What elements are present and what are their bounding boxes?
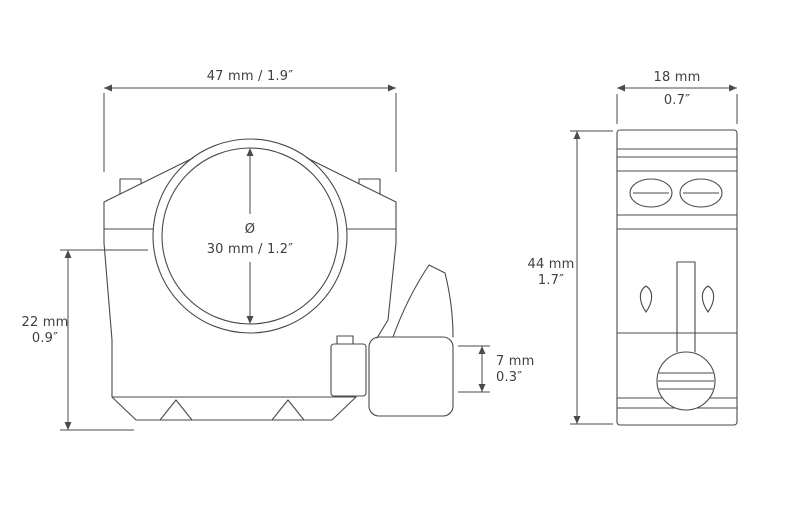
right-flange-edge xyxy=(306,157,397,203)
lever-height-dimension: 7 mm 0.3″ xyxy=(458,345,535,393)
side-height-label-in: 1.7″ xyxy=(538,273,564,288)
front-height-dimension: 22 mm 0.9″ xyxy=(21,249,148,431)
diameter-symbol: Ø xyxy=(245,222,255,237)
front-height-label-in: 0.9″ xyxy=(32,331,58,346)
lever-stem-and-wheel xyxy=(656,261,716,411)
side-width-label-mm: 18 mm xyxy=(653,70,700,85)
left-screw-tab xyxy=(119,178,142,195)
front-width-label: 47 mm / 1.9″ xyxy=(207,69,294,84)
arrowhead-right xyxy=(388,84,396,92)
arrowhead-up xyxy=(64,250,72,258)
side-height-label-mm: 44 mm xyxy=(527,257,574,272)
teardrop-right xyxy=(701,285,715,313)
clamp-plate xyxy=(330,343,367,397)
lever-arm xyxy=(392,264,454,338)
arrowhead-down xyxy=(64,422,72,430)
ring-outer-circle xyxy=(152,138,348,334)
side-width-dimension: 18 mm 0.7″ xyxy=(616,70,738,124)
arrowhead-up xyxy=(573,131,581,139)
front-view: 47 mm / 1.9″ xyxy=(21,69,535,431)
clamp-nub xyxy=(336,335,354,345)
front-width-dimension: 47 mm / 1.9″ xyxy=(103,69,397,172)
arrowhead-down xyxy=(573,416,581,424)
body-outline xyxy=(616,129,738,426)
lever-label-mm: 7 mm xyxy=(496,354,535,369)
side-width-label-in: 0.7″ xyxy=(664,93,690,108)
front-height-label-mm: 22 mm xyxy=(21,315,68,330)
diameter-label: 30 mm / 1.2″ xyxy=(207,242,294,257)
quick-release-lever xyxy=(330,264,454,417)
clamp-screws xyxy=(629,178,723,208)
arrowhead-left xyxy=(104,84,112,92)
arrowhead-down xyxy=(478,384,486,392)
right-side-edge xyxy=(376,201,397,339)
lever-stem xyxy=(676,261,696,353)
left-flange-edge xyxy=(103,157,194,203)
rail-notch-left xyxy=(159,399,193,421)
base-outline xyxy=(111,339,357,421)
arrowhead-right xyxy=(729,84,737,92)
arrowhead-up xyxy=(246,148,254,156)
lever-body xyxy=(368,336,454,417)
side-view: 18 mm 0.7″ 44 mm 1.7″ xyxy=(527,70,738,426)
teardrop-left xyxy=(639,285,653,313)
teardrop-cutouts xyxy=(639,285,715,313)
arrowhead-down xyxy=(246,316,254,324)
diameter-dimension: Ø 30 mm / 1.2″ xyxy=(207,148,294,324)
arrowhead-up xyxy=(478,346,486,354)
side-height-dimension: 44 mm 1.7″ xyxy=(527,130,613,425)
right-screw-tab xyxy=(358,178,381,195)
rail-notch-right xyxy=(271,399,305,421)
lever-label-in: 0.3″ xyxy=(496,370,522,385)
arrowhead-left xyxy=(617,84,625,92)
left-side-edge xyxy=(103,201,113,341)
rail-base xyxy=(111,339,357,421)
